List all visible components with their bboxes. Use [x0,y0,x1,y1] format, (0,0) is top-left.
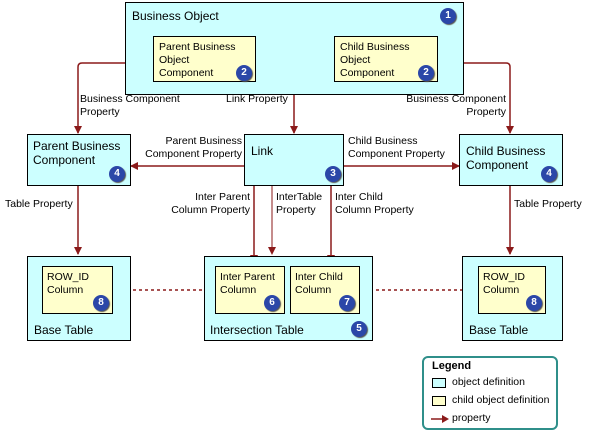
row-id-right-box: ROW_ID Column 8 [478,266,546,314]
label-intertable-property: InterTable Property [276,191,323,216]
legend-object-label: object definition [452,376,525,388]
badge-inter-parent-column: 6 [264,295,280,311]
label-parent-bc-property: Parent Business Component Property [145,135,242,160]
row-id-left-box: ROW_ID Column 8 [42,266,113,314]
legend-property-label: property [452,412,491,424]
arrow-child-boc-to-child-bc [438,62,514,134]
row-id-right-label: ROW_ID Column [483,271,525,296]
label-inter-child-column-property: Inter Child Column Property [335,191,414,216]
badge-intersection-table: 5 [351,321,367,337]
inter-parent-column-label: Inter Parent Column [220,271,275,296]
intersection-table-box: Inter Parent Column 6 Inter Child Column… [204,256,373,341]
badge-child-bc: 4 [541,166,557,182]
child-bc-box: Child Business Component 4 [459,134,563,186]
label-bc-property-right: Business Component Property [406,93,506,118]
badge-row-id-left: 8 [93,295,109,311]
inter-parent-column-box: Inter Parent Column 6 [215,266,285,314]
label-inter-parent-column-property: Inter Parent Column Property [171,191,250,216]
legend-object-swatch [432,378,446,388]
legend-child-object-swatch [432,396,446,406]
legend-child-object-label: child object definition [452,394,550,406]
link-label: Link [251,144,274,158]
base-table-left-box: ROW_ID Column 8 Base Table [27,256,131,341]
parent-bo-component-label: Parent Business Object Component [159,41,236,79]
badge-row-id-right: 8 [526,295,542,311]
badge-link: 3 [325,166,341,182]
base-table-left-label: Base Table [34,323,94,337]
child-bo-component-box: Child Business Object Component 2 [334,36,438,82]
legend-property-arrow-icon [431,415,449,423]
parent-bc-box: Parent Business Component 4 [27,134,131,186]
inter-child-column-box: Inter Child Column 7 [290,266,360,314]
base-table-right-label: Base Table [469,323,529,337]
label-table-property-left: Table Property [5,198,73,210]
intersection-table-label: Intersection Table [210,323,304,337]
legend: Legend object definition child object de… [422,356,558,430]
parent-bo-component-box: Parent Business Object Component 2 [153,36,256,82]
label-bc-property-left: Business Component Property [80,93,180,118]
child-bo-component-label: Child Business Object Component [340,41,410,79]
label-link-property: Link Property [226,93,288,105]
base-table-right-box: ROW_ID Column 8 Base Table [462,256,563,341]
badge-parent-bo-component: 2 [236,65,252,81]
parent-bc-label: Parent Business Component [33,139,121,167]
badge-inter-child-column: 7 [339,295,355,311]
badge-business-object: 1 [440,8,456,24]
label-child-bc-property: Child Business Component Property [348,135,445,160]
legend-title: Legend [432,360,472,372]
link-box: Link 3 [244,134,344,186]
row-id-left-label: ROW_ID Column [47,271,89,296]
business-object-label: Business Object [132,9,219,23]
inter-child-column-label: Inter Child Column [295,271,343,296]
arrow-parent-boc-to-parent-bc [74,62,153,134]
badge-child-bo-component: 2 [418,65,434,81]
child-bc-label: Child Business Component [466,144,546,172]
label-table-property-right: Table Property [514,198,582,210]
badge-parent-bc: 4 [109,166,125,182]
